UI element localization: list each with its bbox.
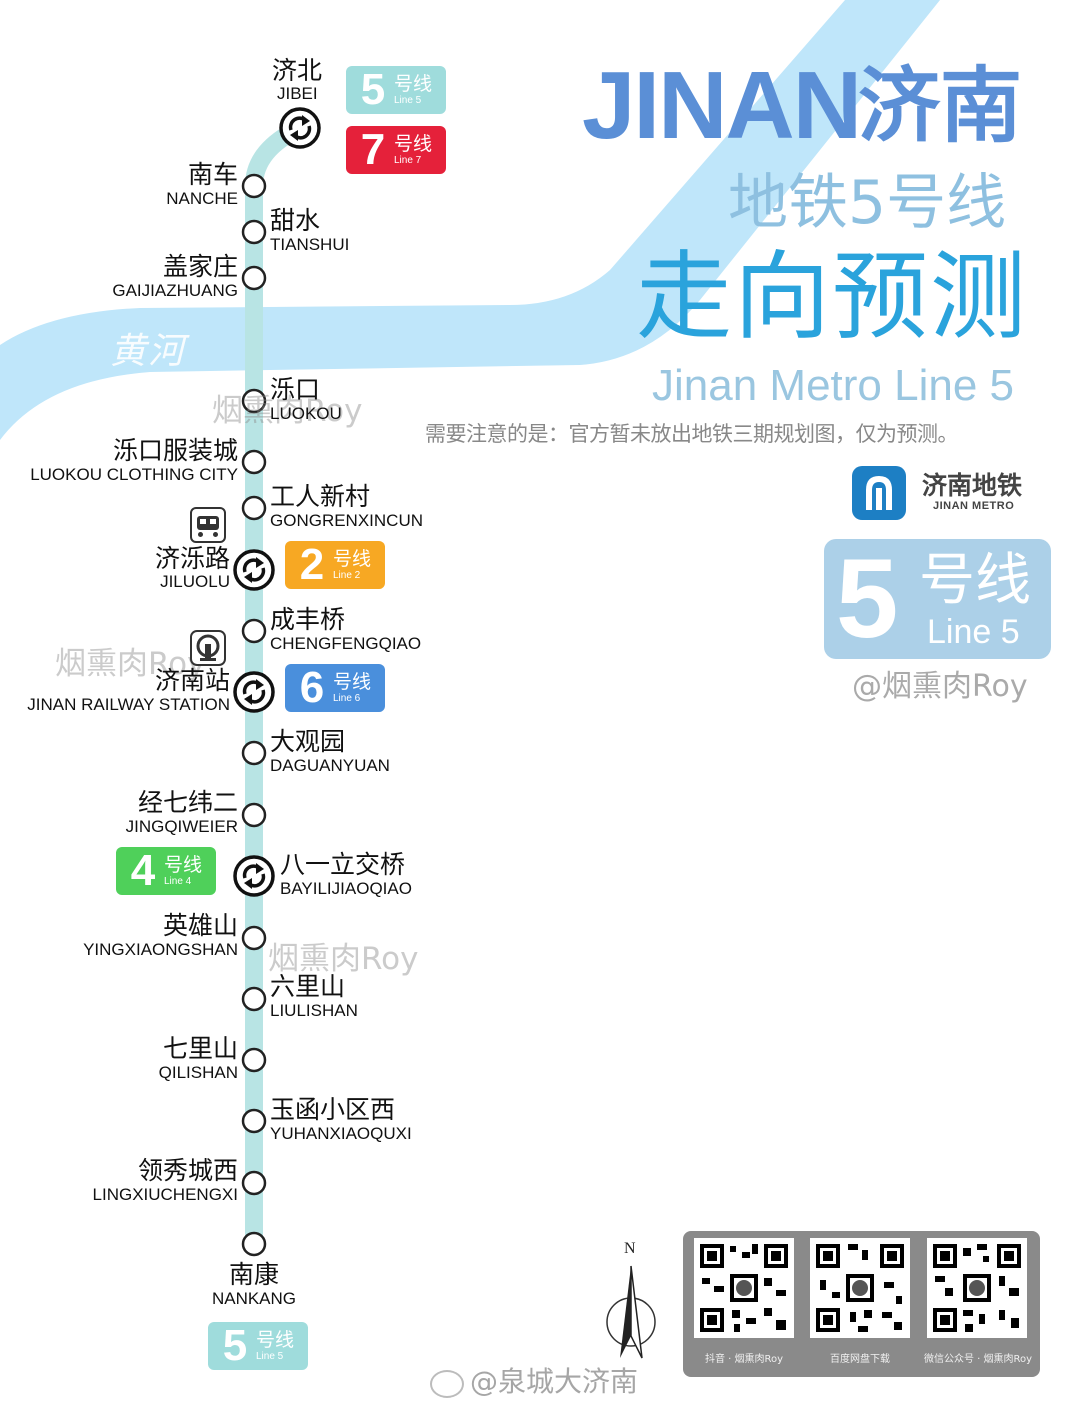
station-marker-yingxiaongshan[interactable] [241,925,267,951]
watermark-3: 烟熏肉Roy [268,941,419,977]
station-cn-nanche: 南车 [187,160,238,189]
yellow-river [0,0,940,440]
station-en-lingxiuchengxi: LINGXIUCHENGXI [92,1185,238,1204]
qr-caption-douyin: 抖音 · 烟熏肉Roy [704,1354,784,1365]
station-cn-jingqiweier: 经七纬二 [137,788,238,817]
compass-n-label: N [624,1240,636,1257]
station-marker-jingqiweier[interactable] [241,802,267,828]
author-handle: @烟熏肉Roy [852,669,1028,704]
qr-pattern-2 [810,1238,910,1338]
station-cn-luokou: 泺口 [270,375,321,404]
station-cn-qilishan: 七里山 [162,1034,238,1063]
jinan-metro-logo-icon [852,466,906,520]
station-marker-bayilijiaoqiao[interactable] [233,855,275,897]
big-badge-hao: 号线 [919,548,1031,613]
station-en-jingqiweier: JINGQIWEIER [125,817,238,836]
station-marker-tianshui[interactable] [241,219,267,245]
station-marker-gaijiazhuang[interactable] [241,265,267,291]
qr-pattern-3 [927,1238,1027,1338]
station-cn-tianshui: 甜水 [270,206,321,235]
station-en-yingxiongshan: YINGXIAONGSHAN [83,940,238,959]
station-cn-bayilijiaoqiao: 八一立交桥 [280,850,406,879]
qr-caption-baidu: 百度网盘下载 [830,1354,890,1365]
station-en-luokou: LUOKOU [270,404,342,423]
station-marker-luokou-clothing-city[interactable] [241,449,267,475]
qr-pattern-1 [694,1238,794,1338]
station-en-liulishan: LIULISHAN [270,1001,358,1020]
station-en-yuhanxiaoquxi: YUHANXIAOQUXI [270,1124,412,1143]
qr-caption-wechat: 微信公众号 · 烟熏肉Roy [923,1354,1033,1365]
big-badge-num: 5 [836,536,899,661]
station-cn-jiluolu: 济泺路 [154,544,230,573]
station-cn-luokou-clothing: 泺口服装城 [112,436,238,465]
station-cn-gongrenxincun: 工人新村 [270,482,371,511]
station-cn-jibei: 济北 [272,56,323,85]
station-marker-liulishan[interactable] [241,986,267,1012]
big-badge-en: Line 5 [927,613,1020,651]
station-cn-nankang: 南康 [228,1260,279,1289]
river-label: 黄河 [110,331,187,372]
qr-code-wechat[interactable] [927,1238,1027,1338]
station-en-jiluolu: JILUOLU [160,572,230,591]
station-marker-lingxiuchengxi[interactable] [241,1170,267,1196]
station-marker-gongrenxincun[interactable] [241,495,267,521]
title-jinan-en: JINAN [582,52,862,159]
station-cn-liulishan: 六里山 [270,972,346,1001]
bus-icon [190,507,226,543]
station-en-bayilijiaoqiao: BAYILIJIAOQIAO [280,879,412,898]
station-en-luokou-clothing: LUOKOU CLOTHING CITY [30,465,238,484]
metro-logo-cn: 济南地铁 [922,471,1023,500]
station-en-jibei: JIBEI [277,84,318,103]
watermark-1: 烟熏肉Roy [212,393,363,429]
qr-code-baidu[interactable] [810,1238,910,1338]
station-marker-jinan-railway-station[interactable] [233,671,275,713]
station-marker-nanche[interactable] [241,173,267,199]
weibo-icon [430,1370,464,1398]
qr-code-douyin[interactable] [694,1238,794,1338]
station-en-gaijiazhuang: GAIJIAZHUANG [112,281,238,300]
station-en-nankang: NANKANG [211,1289,297,1308]
station-en-qilishan: QILISHAN [158,1063,238,1082]
station-cn-lingxiuchengxi: 领秀城西 [137,1156,238,1185]
station-cn-daguanyuan: 大观园 [270,727,346,756]
station-en-gongrenxincun: GONGRENXINCUN [270,511,424,530]
station-cn-yuhanxiaoquxi: 玉函小区西 [270,1095,396,1124]
watermark-2: 烟熏肉Roy [55,646,206,682]
title-subtitle-cn: 走向预测 [636,241,1028,353]
compass-icon [606,1265,656,1359]
weibo-handle: @泉城大济南 [470,1365,639,1398]
metro-logo-en: JINAN METRO [933,500,1015,512]
station-marker-jiluolu[interactable] [233,549,275,591]
station-marker-luokou[interactable] [241,388,267,414]
station-marker-qilishan[interactable] [241,1047,267,1073]
station-marker-nankang[interactable] [241,1231,267,1257]
station-cn-chengfengqiao: 成丰桥 [270,605,346,634]
big-line5-badge: 5 号线 Line 5 [824,539,1051,659]
station-en-daguanyuan: DAGUANYUAN [270,756,390,775]
station-cn-yingxiongshan: 英雄山 [162,911,238,940]
title-line-cn: 地铁5号线 [728,168,1007,238]
station-en-chengfengqiao: CHENGFENGQIAO [270,634,422,653]
station-en-jinan-station: JINAN RAILWAY STATION [27,695,230,714]
railway-station-icon [190,630,226,666]
station-marker-jibei[interactable] [279,107,321,149]
station-cn-gaijiazhuang: 盖家庄 [162,252,238,281]
title-jinan-cn: 济南 [858,59,1023,154]
title-en: Jinan Metro Line 5 [652,361,1014,410]
station-cn-jinan-station: 济南站 [154,666,230,695]
station-marker-yuhanxiaoquxi[interactable] [241,1108,267,1134]
station-en-tianshui: TIANSHUI [270,235,350,254]
disclaimer-note: 需要注意的是：官方暂未放出地铁三期规划图，仅为预测。 [425,422,959,446]
station-en-nanche: NANCHE [166,189,238,208]
station-marker-daguanyuan[interactable] [241,740,267,766]
station-marker-chengfengqiao[interactable] [241,618,267,644]
